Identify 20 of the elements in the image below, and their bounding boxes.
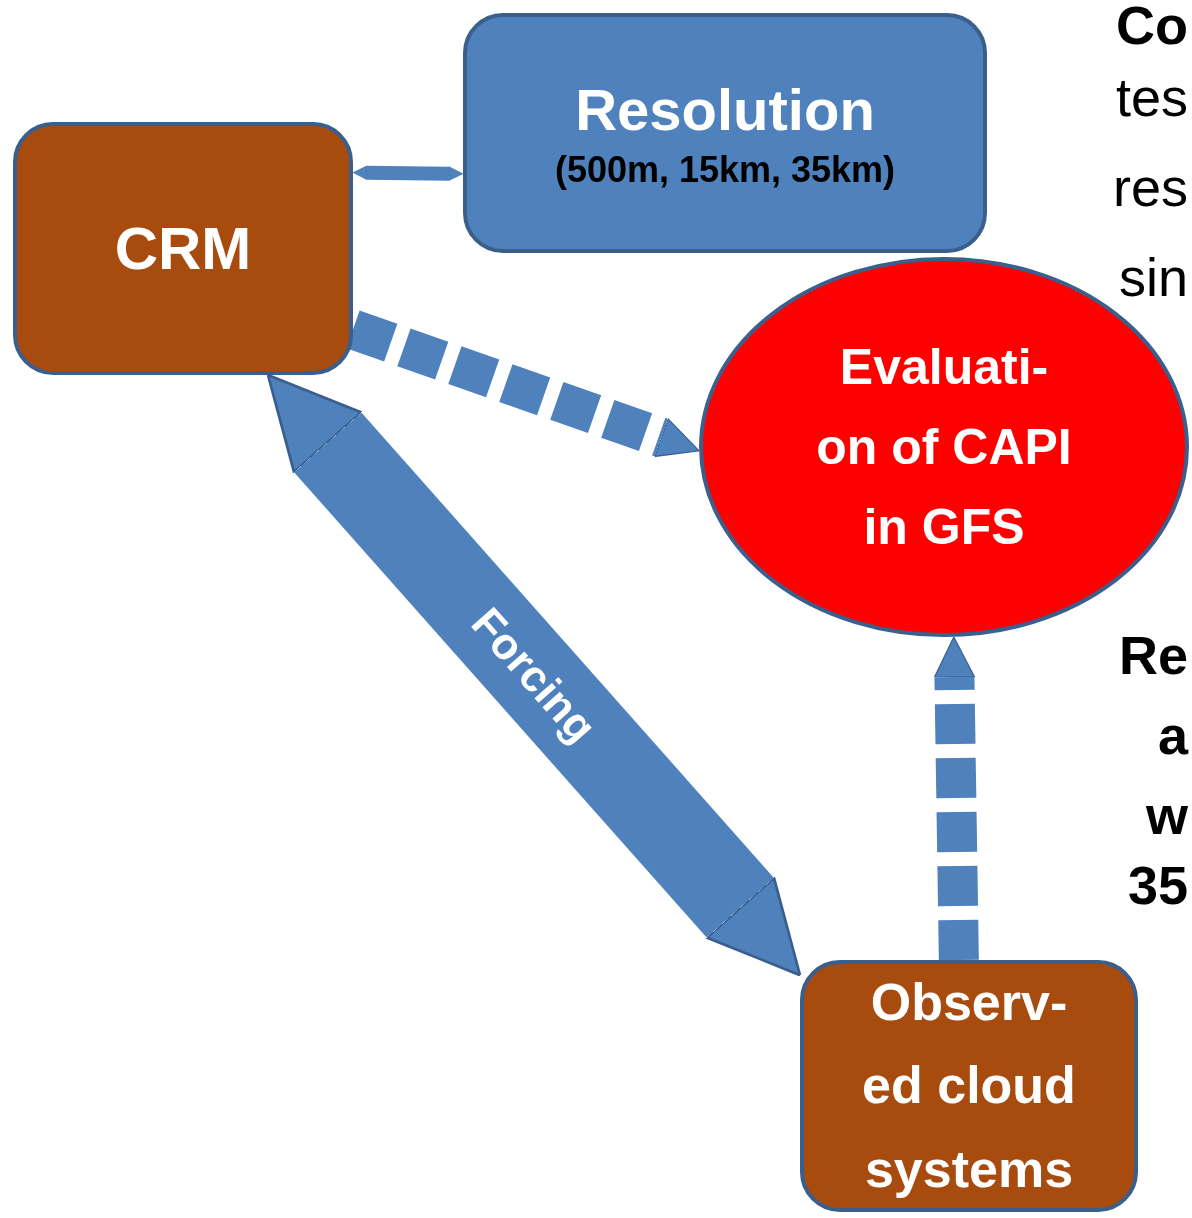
rounded-box <box>13 122 353 375</box>
ellipse-node <box>699 257 1189 637</box>
text-fragment: w <box>1145 788 1188 842</box>
text-fragment: a <box>1156 708 1188 762</box>
text-fragment: Co <box>1115 0 1188 52</box>
double-arrow <box>266 373 802 977</box>
double-arrow <box>352 165 464 181</box>
text-fragment: res <box>1112 160 1188 214</box>
dashed-arrow <box>933 636 979 961</box>
text-fragment: sin <box>1117 250 1188 304</box>
node-title: Evaluati- on of CAPI in GFS <box>815 338 1073 557</box>
rounded-box <box>463 13 987 253</box>
node-title: Observ- ed cloud systems <box>861 972 1077 1200</box>
rounded-box <box>800 960 1138 1212</box>
node-title: CRM <box>114 213 252 284</box>
text-fragment: tes <box>1114 70 1188 124</box>
text-fragment: 35 <box>1126 858 1188 912</box>
text-fragment: Re <box>1117 628 1188 682</box>
node-subtitle: (500m, 15km, 35km) <box>554 147 896 192</box>
node-title: Resolution <box>575 76 875 145</box>
